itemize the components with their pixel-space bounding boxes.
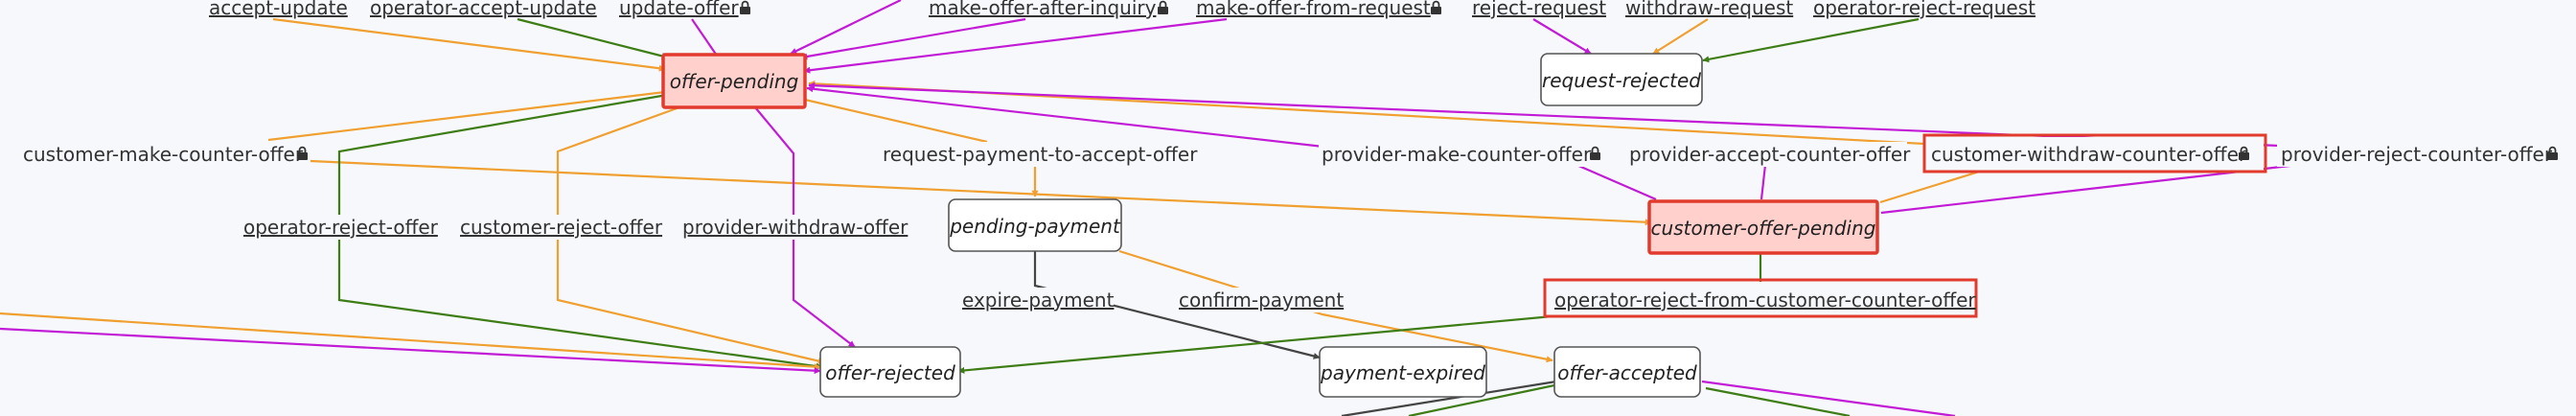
edge-update-offer bbox=[691, 18, 718, 57]
edge-operator-accept-update bbox=[517, 17, 669, 59]
lock-icon bbox=[1431, 0, 1441, 14]
edge-offer-accepted-offscreen-magenta bbox=[1701, 380, 1956, 416]
lock-icon bbox=[740, 0, 750, 14]
states: offer-pending request-rejected pending-p… bbox=[661, 53, 1879, 398]
label-bg bbox=[1926, 137, 2264, 171]
transition-accept-update[interactable]: accept-update bbox=[209, 0, 348, 19]
label-bg bbox=[1175, 288, 1336, 312]
transition-operator-reject-request[interactable]: operator-reject-request bbox=[1813, 0, 2036, 19]
transition-request-payment-to-accept-offer[interactable]: request-payment-to-accept-offer bbox=[883, 143, 1198, 166]
transition-operator-reject-from-customer-counter-offer[interactable]: operator-reject-from-customer-counter-of… bbox=[1554, 289, 1976, 312]
lock-icon bbox=[1590, 146, 1600, 160]
label-bg bbox=[1625, 142, 1907, 167]
transition-make-offer-after-inquiry[interactable]: make-offer-after-inquiry bbox=[929, 0, 1157, 19]
edge-customer-make-counter-offer-b bbox=[310, 159, 1652, 226]
edge-make-offer-from-request bbox=[803, 17, 1228, 74]
edge-provider-make-counter-offer bbox=[806, 85, 1324, 149]
state-request-rejected[interactable]: request-rejected bbox=[1540, 53, 1703, 106]
lock-icon bbox=[1158, 0, 1168, 14]
transition-provider-make-counter-offer[interactable]: provider-make-counter-offer bbox=[1322, 143, 1592, 166]
state-payment-expired[interactable]: payment-expired bbox=[1319, 346, 1487, 398]
edge-reject-request bbox=[1532, 18, 1592, 55]
edge-operator-reject-from-customer-counter-offer-b bbox=[957, 314, 1553, 374]
state-offer-accepted[interactable]: offer-accepted bbox=[1553, 346, 1701, 398]
edges bbox=[0, 0, 2299, 416]
label-bg bbox=[1547, 282, 1974, 314]
edge-offscreen-left-orange bbox=[0, 312, 821, 371]
edge-accept-update bbox=[272, 17, 666, 72]
transition-withdraw-request[interactable]: withdraw-request bbox=[1625, 0, 1793, 19]
label-bg bbox=[456, 215, 657, 240]
transition-operator-reject-offer[interactable]: operator-reject-offer bbox=[243, 216, 439, 239]
state-customer-offer-pending[interactable]: customer-offer-pending bbox=[1647, 199, 1879, 255]
label-bg bbox=[880, 142, 1190, 167]
edge-withdraw-request bbox=[1652, 18, 1709, 55]
transition-update-offer[interactable]: update-offer bbox=[619, 0, 739, 19]
edge-offscreen-left-magenta bbox=[0, 327, 821, 375]
edge-expire-payment bbox=[1033, 251, 1321, 359]
transition-customer-make-counter-offer[interactable]: customer-make-counter-offer bbox=[23, 143, 304, 166]
state-label: pending-payment bbox=[949, 215, 1121, 238]
transition-labels: accept-update operator-accept-update upd… bbox=[19, 0, 2561, 318]
state-label: offer-pending bbox=[670, 70, 799, 93]
transition-customer-withdraw-counter-offer[interactable]: customer-withdraw-counter-offer bbox=[1931, 143, 2247, 166]
transition-make-offer-from-request[interactable]: make-offer-from-request bbox=[1196, 0, 1431, 19]
state-label: payment-expired bbox=[1320, 361, 1485, 384]
transition-expire-payment[interactable]: expire-payment bbox=[962, 289, 1115, 312]
label-bg bbox=[19, 142, 307, 167]
edge-provider-make-counter-offer-b bbox=[1576, 163, 1657, 201]
highlight-outline bbox=[1543, 278, 1978, 318]
transition-provider-reject-counter-offer[interactable]: provider-reject-counter-offer bbox=[2281, 143, 2553, 166]
edge-make-offer-after-inquiry bbox=[800, 17, 1026, 60]
state-label: request-rejected bbox=[1542, 69, 1701, 92]
state-pending-payment[interactable]: pending-payment bbox=[948, 198, 1122, 252]
label-bg bbox=[2277, 142, 2561, 167]
edge-operator-reject-request bbox=[1702, 17, 1920, 63]
state-label: offer-accepted bbox=[1557, 361, 1697, 384]
state-offer-rejected[interactable]: offer-rejected bbox=[819, 346, 961, 398]
highlight-outline bbox=[1922, 133, 2267, 173]
edge-offer-accepted-offscreen-green-a bbox=[1705, 386, 1851, 416]
transition-reject-request[interactable]: reject-request bbox=[1472, 0, 1606, 19]
transition-confirm-payment[interactable]: confirm-payment bbox=[1179, 289, 1344, 312]
edge-offer-accepted-offscreen-dark bbox=[1341, 380, 1557, 416]
state-offer-pending[interactable]: offer-pending bbox=[661, 53, 807, 109]
edge-request-payment-a bbox=[804, 98, 988, 144]
transition-provider-withdraw-offer[interactable]: provider-withdraw-offer bbox=[682, 216, 908, 239]
state-label: offer-rejected bbox=[825, 361, 955, 384]
transition-provider-accept-counter-offer[interactable]: provider-accept-counter-offer bbox=[1629, 143, 1911, 166]
label-bg bbox=[958, 288, 1114, 312]
lock-icon bbox=[297, 146, 308, 160]
edge-confirm-payment bbox=[1118, 249, 1553, 363]
edge-offer-accepted-offscreen-green-b bbox=[1408, 383, 1555, 416]
lock-icon bbox=[2547, 146, 2558, 160]
edge-from-top-offscreen bbox=[790, 0, 902, 55]
transition-operator-accept-update[interactable]: operator-accept-update bbox=[370, 0, 597, 19]
label-bg bbox=[240, 215, 439, 240]
label-bg bbox=[1319, 142, 1606, 167]
edge-provider-accept-counter-offer bbox=[1760, 164, 1767, 200]
state-label: customer-offer-pending bbox=[1651, 217, 1876, 240]
lock-icon bbox=[2239, 146, 2249, 160]
edge-customer-make-counter-offer-a bbox=[267, 90, 666, 142]
transition-customer-reject-offer[interactable]: customer-reject-offer bbox=[460, 216, 663, 239]
label-bg bbox=[678, 215, 907, 240]
